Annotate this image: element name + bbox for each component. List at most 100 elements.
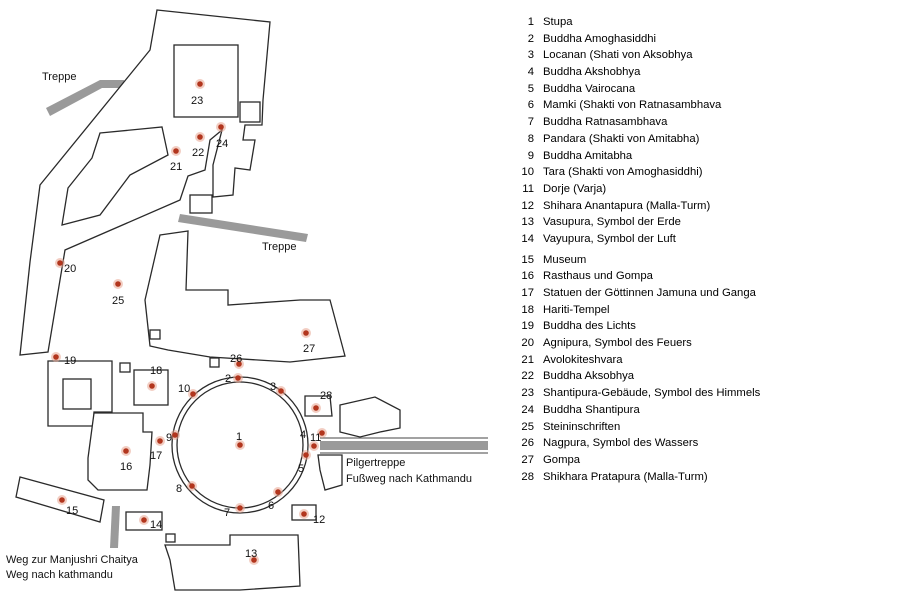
legend-number: 22 <box>521 370 534 383</box>
legend-text: Avolokiteshvara <box>543 353 623 366</box>
marker-number: 25 <box>112 295 124 307</box>
building-27 <box>144 230 346 363</box>
markers: 1234567891011121314151617181920212223242… <box>51 79 332 565</box>
building-21 <box>61 126 169 226</box>
marker-number: 10 <box>178 383 190 395</box>
legend-number: 15 <box>521 253 534 266</box>
legend-text: Locanan (Shati von Aksobhya <box>543 49 693 62</box>
marker-dot <box>189 483 195 489</box>
east-buildings <box>339 396 401 438</box>
legend-item: 28 Shikhara Pratapura (Malla-Turm) <box>508 469 893 486</box>
marker-23: 23 <box>191 79 205 107</box>
legend-number: 12 <box>521 199 534 212</box>
legend-text: Shikhara Pratapura (Malla-Turm) <box>543 470 708 483</box>
legend-item: 9 Buddha Amitabha <box>508 148 893 165</box>
label-way-kathmandu: Weg nach kathmandu <box>6 569 113 581</box>
path-manjushri <box>110 506 120 548</box>
marker-number: 7 <box>224 507 230 519</box>
marker-dot <box>313 405 319 411</box>
building-left-inner <box>62 378 92 410</box>
legend-number: 2 <box>527 32 534 45</box>
marker-7: 7 <box>224 503 245 519</box>
marker-10: 10 <box>178 383 198 399</box>
marker-dot <box>218 124 224 130</box>
marker-3: 3 <box>270 381 286 396</box>
legend-text: Buddha Aksobhya <box>543 370 635 383</box>
marker-dot <box>197 81 203 87</box>
small-building-stairs <box>189 194 213 214</box>
marker-dot <box>235 375 241 381</box>
marker-number: 14 <box>150 519 162 531</box>
marker-number: 21 <box>170 161 182 173</box>
legend-number: 10 <box>521 166 534 179</box>
legend-number: 1 <box>527 16 534 28</box>
marker-number: 24 <box>216 138 228 150</box>
marker-12: 12 <box>299 509 325 526</box>
legend-number: 7 <box>527 116 534 129</box>
legend-number: 27 <box>521 453 534 466</box>
marker-dot <box>236 361 242 367</box>
label-stairs-mid: Treppe <box>262 241 296 253</box>
marker-16: 16 <box>120 446 132 473</box>
legend-text: Buddha Amitabha <box>543 149 633 162</box>
legend-text: Statuen der Göttinnen Jamuna und Ganga <box>543 287 756 299</box>
marker-9: 9 <box>166 430 180 444</box>
marker-dot <box>53 354 59 360</box>
marker-number: 16 <box>120 461 132 473</box>
marker-number: 15 <box>66 505 78 517</box>
marker-dot <box>59 497 65 503</box>
marker-dot <box>319 430 325 436</box>
marker-number: 2 <box>225 373 231 385</box>
legend-number: 9 <box>527 149 534 162</box>
marker-dot <box>190 391 196 397</box>
legend-text: Shihara Anantapura (Malla-Turm) <box>543 199 711 212</box>
label-pilgrim-stairs: Pilgertreppe <box>346 457 405 469</box>
marker-13: 13 <box>245 548 259 565</box>
marker-dot <box>172 432 178 438</box>
building-23 <box>173 44 239 118</box>
marker-2: 2 <box>225 373 243 385</box>
marker-20: 20 <box>55 258 76 275</box>
marker-dot <box>115 281 121 287</box>
marker-dot <box>237 505 243 511</box>
marker-dot <box>301 511 307 517</box>
marker-number: 13 <box>245 548 257 560</box>
legend-text: Mamki (Shakti von Ratnasambhava <box>543 99 722 112</box>
pilgrim-stairs <box>320 437 488 454</box>
marker-dot <box>123 448 129 454</box>
legend-number: 25 <box>521 420 534 433</box>
marker-6: 6 <box>268 487 283 512</box>
stairs-mid <box>178 214 308 242</box>
label-stairs-top: Treppe <box>42 71 76 83</box>
building-16 <box>87 412 153 491</box>
legend-text: Hariti-Tempel <box>543 303 610 316</box>
marker-number: 19 <box>64 355 76 367</box>
legend-number: 28 <box>521 470 534 483</box>
legend-text: Agnipura, Symbol des Feuers <box>543 337 692 350</box>
legend-number: 26 <box>521 437 534 450</box>
legend-text: Buddha Vairocana <box>543 82 636 95</box>
legend-number: 20 <box>521 337 534 350</box>
stairs-top <box>46 80 124 116</box>
marker-dot <box>237 442 243 448</box>
marker-dot <box>311 443 317 449</box>
marker-18: 18 <box>147 365 162 391</box>
legend-number: 17 <box>521 287 534 299</box>
legend-number: 21 <box>521 353 534 366</box>
legend-text: Buddha Shantipura <box>543 403 640 416</box>
legend-text: Buddha Akshobhya <box>543 66 641 79</box>
marker-26: 26 <box>230 353 244 369</box>
